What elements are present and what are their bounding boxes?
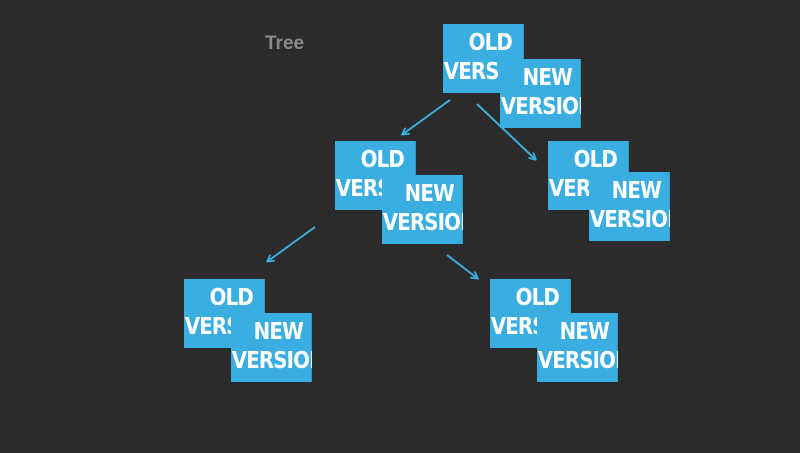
- new-version-label-line2: VERSION: [500, 94, 581, 120]
- new-version-label-line2: VERSION: [589, 207, 670, 233]
- new-version-label-line1: NEW: [522, 65, 573, 91]
- new-version-label-line2: VERSION: [231, 348, 312, 374]
- new-version-label-line1: NEW: [559, 319, 610, 345]
- new-version-card: NEW VERSION: [231, 313, 312, 382]
- new-version-card: NEW VERSION: [382, 175, 463, 244]
- new-version-label-line1: NEW: [611, 178, 662, 204]
- old-version-label-line1: OLD: [515, 285, 560, 311]
- new-version-card: NEW VERSION: [589, 172, 670, 241]
- old-version-label-line1: OLD: [209, 285, 254, 311]
- new-version-label-line1: NEW: [404, 181, 455, 207]
- new-version-label-line2: VERSION: [382, 210, 463, 236]
- tree-node-left-child: OLD VERSION NEW VERSION: [335, 141, 478, 245]
- new-version-card: NEW VERSION: [537, 313, 618, 382]
- old-version-label-line1: OLD: [468, 30, 513, 56]
- tree-node-right-grandchild: OLD VERSION NEW VERSION: [490, 279, 633, 383]
- tree-node-root: OLD VERSION NEW VERSION: [443, 24, 586, 128]
- tree-node-right-child: OLD VERSION NEW VERSION: [548, 141, 691, 245]
- new-version-label-line1: NEW: [253, 319, 304, 345]
- old-version-label-line1: OLD: [573, 147, 618, 173]
- old-version-label-line1: OLD: [360, 147, 405, 173]
- edge-left-child-to-right-grandchild: [446, 254, 477, 278]
- tree-node-left-grandchild: OLD VERSION NEW VERSION: [184, 279, 327, 383]
- diagram-title: Tree: [265, 33, 305, 54]
- new-version-card: NEW VERSION: [500, 59, 581, 128]
- new-version-label-line2: VERSION: [537, 348, 618, 374]
- edge-left-child-to-left-grandchild: [268, 226, 316, 261]
